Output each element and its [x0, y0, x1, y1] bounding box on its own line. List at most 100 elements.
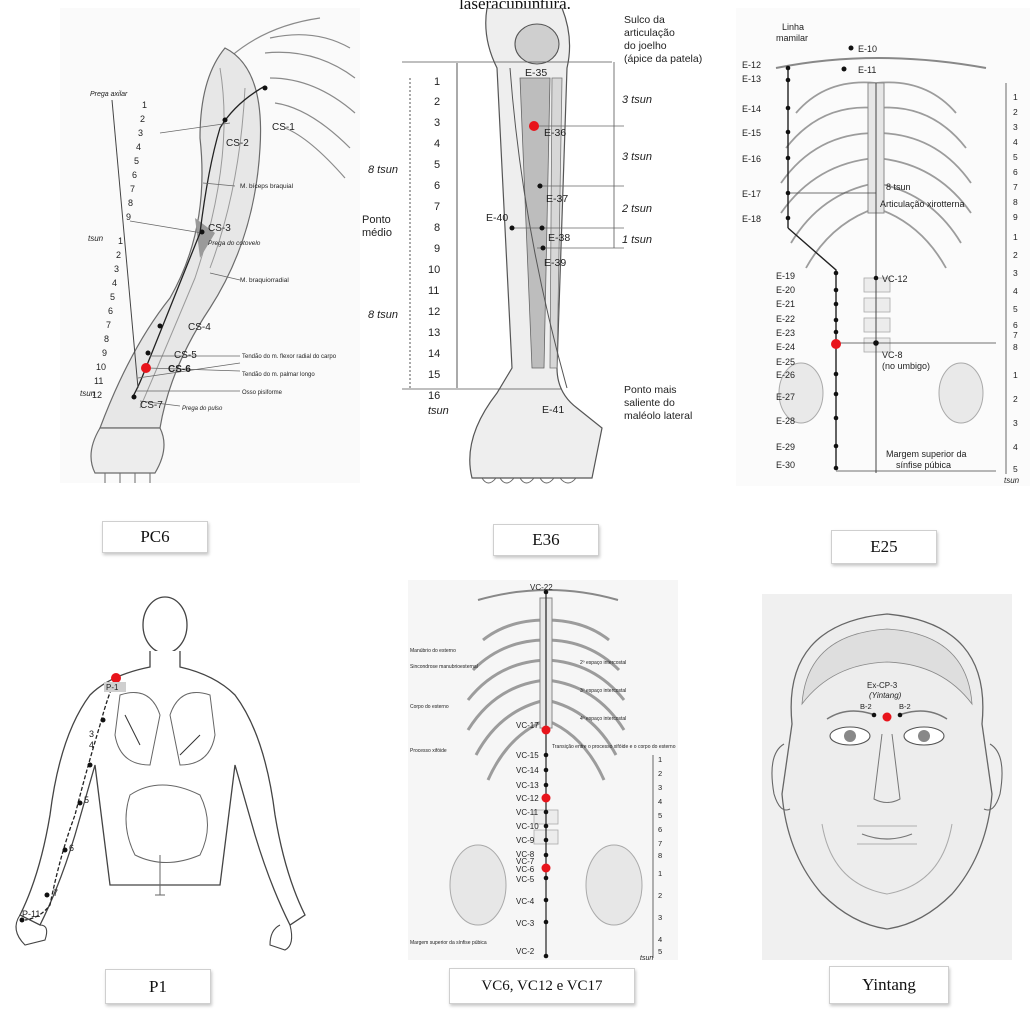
- caption-yintang: Yintang: [829, 966, 949, 1004]
- vc-panel: VC-22 VC-17 VC-15 VC-14 VC-13 VC-12 VC-1…: [408, 580, 678, 960]
- scale-tick: 9: [1013, 212, 1018, 222]
- scale-tick: 8: [1013, 342, 1018, 352]
- point-label: VC-12: [516, 794, 539, 803]
- point-label: VC-10: [516, 822, 539, 831]
- scale-tick: 16: [428, 390, 440, 402]
- point-label: VC-5: [516, 875, 535, 884]
- point-label: CS-3: [208, 223, 231, 234]
- scale-tick: 10: [428, 264, 440, 276]
- point-label: E-35: [525, 67, 547, 79]
- scale-tick: 4: [136, 142, 141, 152]
- side-note: Transição entre o processo xifóide e o c…: [552, 744, 676, 750]
- header-line: (ápice da patela): [624, 53, 702, 65]
- point-label: VC-22: [530, 583, 553, 592]
- point-label: E-22: [776, 314, 795, 324]
- scale-tick: 5: [658, 811, 662, 820]
- point-label: VC-9: [516, 836, 535, 845]
- caption-vc: VC6, VC12 e VC17: [449, 968, 635, 1004]
- label-3-tsun-a: 3 tsun: [622, 94, 652, 106]
- scale-tick: 2: [1013, 107, 1018, 117]
- side-note: Manúbrio do esterno: [410, 648, 456, 654]
- point-label: VC-3: [516, 919, 535, 928]
- footer-line: saliente do: [624, 397, 675, 409]
- scale-tick: 2: [1013, 394, 1018, 404]
- e36-panel: 1 2 3 4 5 6 7 8 9 10 11 12 13 14 15 16 t…: [362, 8, 732, 488]
- scale-tick: 12: [428, 306, 440, 318]
- point-label: VC-4: [516, 897, 535, 906]
- side-note: 2º espaço intercostal: [580, 660, 626, 666]
- point-label: 6: [69, 843, 74, 853]
- point-label: VC-13: [516, 781, 539, 790]
- label-8-tsun: 8 tsun: [886, 182, 911, 192]
- scale-tick: 2: [658, 769, 662, 778]
- scale-tick: 8: [658, 851, 662, 860]
- scale-tick: 11: [428, 285, 439, 297]
- scale-tick: 7: [658, 839, 662, 848]
- scale-tick: 11: [94, 376, 103, 386]
- label-prega-cotovelo: Prega do cotovelo: [208, 240, 261, 247]
- scale-tick: 12: [92, 390, 102, 400]
- scale-tick: 3: [434, 117, 440, 129]
- point-label: (no umbigo): [882, 361, 930, 371]
- scale-tick: 6: [658, 825, 662, 834]
- scale-tick: 7: [434, 201, 440, 213]
- label-prega-axilar: Prega axilar: [90, 91, 128, 98]
- scale-tick: 2: [116, 250, 121, 260]
- label-margem: Margem superior da: [886, 449, 967, 459]
- point-label: E-30: [776, 460, 795, 470]
- scale-tick: 6: [132, 170, 137, 180]
- label-ex-cp-3: Ex-CP-3: [867, 681, 898, 690]
- label-b2-left: B-2: [860, 702, 872, 711]
- point-label: E-38: [548, 232, 570, 244]
- point-label: E-10: [858, 44, 877, 54]
- label-sinfise: sínfise púbica: [896, 460, 951, 470]
- scale-tick: 1: [434, 76, 440, 88]
- scale-tick: 8: [1013, 197, 1018, 207]
- point-label: VC-15: [516, 751, 539, 760]
- scale-tick: 7: [1013, 182, 1018, 192]
- header-line: Sulco da: [624, 14, 665, 26]
- scale-tick: 3: [1013, 122, 1018, 132]
- scale-tick: 5: [134, 156, 139, 166]
- scale-tick: 1: [1013, 92, 1018, 102]
- point-label: VC-11: [516, 808, 539, 817]
- scale-tick: 4: [1013, 137, 1018, 147]
- label-prega-pulso: Prega do pulso: [182, 406, 223, 412]
- p1-acupoint: [111, 673, 121, 683]
- scale-tick: 6: [108, 306, 113, 316]
- vc6-acupoint: [542, 864, 551, 873]
- pc6-acupoint: [141, 363, 151, 373]
- point-label: E-36: [544, 127, 566, 139]
- label-linha: Linha: [782, 22, 804, 32]
- label-medio: médio: [362, 227, 392, 239]
- label-tendao-flexor: Tendão do m. flexor radial do carpo: [242, 354, 337, 360]
- scale-tick: 9: [434, 243, 440, 255]
- scale-tick: 15: [428, 369, 440, 381]
- scale-tick: 7: [106, 320, 111, 330]
- label-8-tsun-upper: 8 tsun: [368, 164, 398, 176]
- p1-illustration: P-1 3 4 5 6 7 P-11: [0, 585, 320, 965]
- point-label: 4: [89, 740, 94, 750]
- scale-tick: 1: [142, 100, 147, 110]
- point-label: CS-6: [168, 364, 191, 375]
- label-2-tsun: 2 tsun: [621, 203, 652, 215]
- vc17-acupoint: [542, 726, 551, 735]
- label-biceps: M. bíceps braquial: [240, 183, 294, 190]
- header-line: articulação: [624, 27, 675, 39]
- e25-illustration: E-10 E-11 Linha mamilar E-12 E-13 E-14 E…: [736, 8, 1030, 486]
- label-b2-right: B-2: [899, 702, 911, 711]
- point-label: P-11: [22, 909, 40, 919]
- scale-tick: 4: [658, 797, 662, 806]
- point-label: E-16: [742, 154, 761, 164]
- point-label: E-25: [776, 357, 795, 367]
- point-label: VC-2: [516, 947, 535, 956]
- e36-illustration: 1 2 3 4 5 6 7 8 9 10 11 12 13 14 15 16 t…: [362, 8, 732, 488]
- label-braquiorradial: M. braquiorradial: [240, 277, 289, 284]
- yintang-illustration: Ex-CP-3 (Yintang) B-2 B-2: [762, 594, 1012, 960]
- scale-tick: 6: [1013, 320, 1018, 330]
- vc-illustration: VC-22 VC-17 VC-15 VC-14 VC-13 VC-12 VC-1…: [408, 580, 678, 960]
- scale-tick: 1: [1013, 370, 1018, 380]
- scale-tick: 9: [102, 348, 107, 358]
- point-label: E-15: [742, 128, 761, 138]
- label-mamilar: mamilar: [776, 33, 808, 43]
